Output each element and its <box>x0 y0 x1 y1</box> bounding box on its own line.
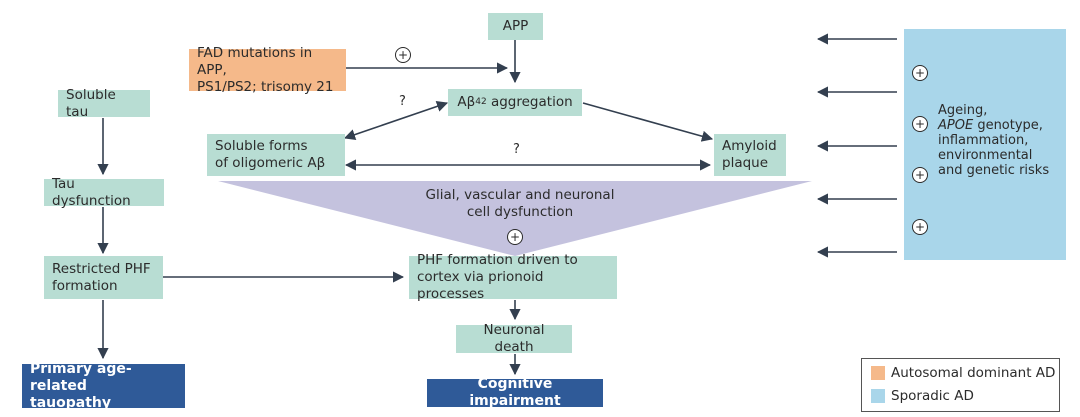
risk-factors-text: Ageing, APOE genotype, inflammation, env… <box>938 103 1066 178</box>
node-amyloid-plaque: Amyloid plaque <box>714 134 786 176</box>
node-restricted-phf: Restricted PHF formation <box>44 256 163 299</box>
plus-icon: + <box>912 167 928 183</box>
dysfunction-triangle <box>218 181 812 256</box>
sporadic-risk-box <box>904 29 1066 260</box>
node-primary-tauopathy: Primary age-related tauopathy <box>22 361 185 411</box>
legend-row-sporadic: Sporadic AD <box>871 388 974 404</box>
legend-swatch-autosomal <box>871 366 885 380</box>
question-mark: ? <box>399 94 406 109</box>
node-phf-formation: PHF formation driven to cortex via prion… <box>409 252 617 302</box>
legend: Autosomal dominant AD Sporadic AD <box>861 358 1060 412</box>
node-app: APP <box>488 13 543 40</box>
plus-icon: + <box>507 229 523 245</box>
plus-icon: + <box>395 47 411 63</box>
plus-icon: + <box>912 219 928 235</box>
node-cognitive-impairment: Cognitive impairment <box>427 376 603 409</box>
apoe-rest: genotype, <box>973 118 1043 133</box>
question-mark: ? <box>513 142 520 157</box>
node-tau-dysfunction: Tau dysfunction <box>44 176 164 209</box>
ab42-subscript: 42 <box>475 97 487 107</box>
legend-label-sporadic: Sporadic AD <box>891 388 974 404</box>
plus-icon: + <box>912 65 928 81</box>
node-fad-mutations: FAD mutations in APP, PS1/PS2; trisomy 2… <box>189 45 346 95</box>
arrow-ab42-oligomeric <box>343 100 449 141</box>
legend-swatch-sporadic <box>871 389 885 403</box>
ab42-prefix: Aβ <box>457 94 476 110</box>
apoe-label: APOE <box>938 118 974 133</box>
risk-apoe: APOE genotype, <box>938 118 1066 133</box>
plus-icon: + <box>912 116 928 132</box>
arrow-ab42-to-plaque <box>582 102 714 142</box>
risk-rest: inflammation, environmental and genetic … <box>938 133 1050 178</box>
node-soluble-oligomeric: Soluble forms of oligomeric Aβ <box>207 134 345 176</box>
ab42-suffix: aggregation <box>486 94 573 110</box>
node-neuronal-death: Neuronal death <box>456 322 572 355</box>
node-glial-dysfunction: Glial, vascular and neuronal cell dysfun… <box>425 187 615 220</box>
node-soluble-tau: Soluble tau <box>58 87 150 120</box>
legend-row-autosomal: Autosomal dominant AD <box>871 365 1055 381</box>
risk-ageing: Ageing, <box>938 103 988 118</box>
legend-label-autosomal: Autosomal dominant AD <box>891 365 1056 381</box>
